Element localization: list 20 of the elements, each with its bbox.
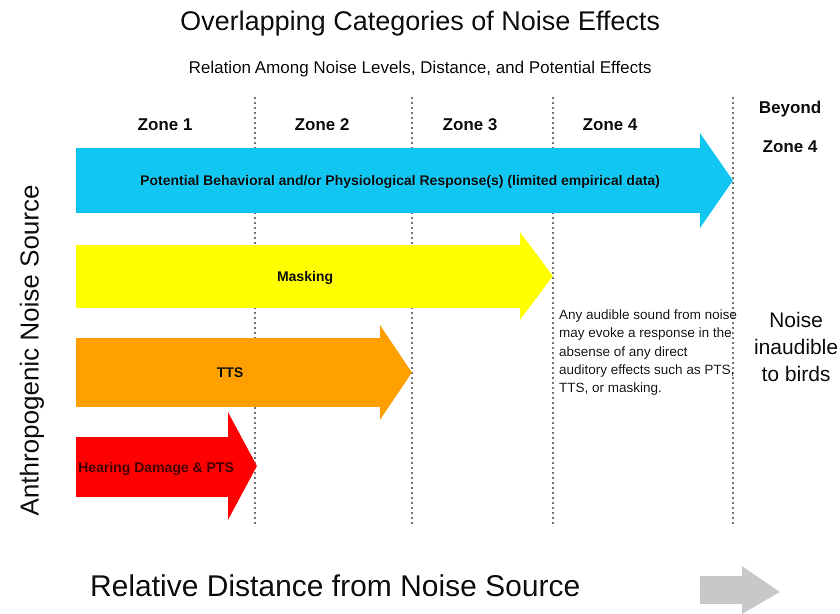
arrow-label: TTS — [216, 363, 244, 382]
axis-label: Anthropogenic Noise Source — [14, 184, 46, 516]
zone-label: Beyond — [758, 98, 822, 118]
note-text: Any audible sound from noise may evoke a response in the absense of any direct auditory effects such as PTS, TTS, or masking. — [559, 306, 737, 398]
arrow-shape — [76, 412, 257, 520]
subtitle: Relation Among Noise Levels, Distance, and Potential Effects — [188, 58, 652, 78]
arrow-label: Hearing Damage & PTS — [77, 458, 235, 476]
zone-label: Zone 4 — [582, 115, 638, 135]
zone-label: Zone 4 — [762, 137, 818, 157]
arrow-shape — [76, 232, 553, 320]
arrow-shape — [76, 325, 412, 420]
zone-label: Zone 3 — [442, 115, 498, 135]
zone-label: Zone 2 — [294, 115, 350, 135]
arrow-label: Potential Behavioral and/or Physiological Response(s) (limited empirical data) — [139, 171, 661, 190]
axis-label: Relative Distance from Noise Source — [90, 570, 580, 604]
diagram-title: Overlapping Categories of Noise Effects — [179, 6, 661, 37]
arrow-label: Masking — [276, 267, 334, 286]
note-text: Noise inaudible to birds — [752, 308, 840, 388]
zone-label: Zone 1 — [136, 115, 194, 135]
arrow-shape — [76, 133, 733, 228]
